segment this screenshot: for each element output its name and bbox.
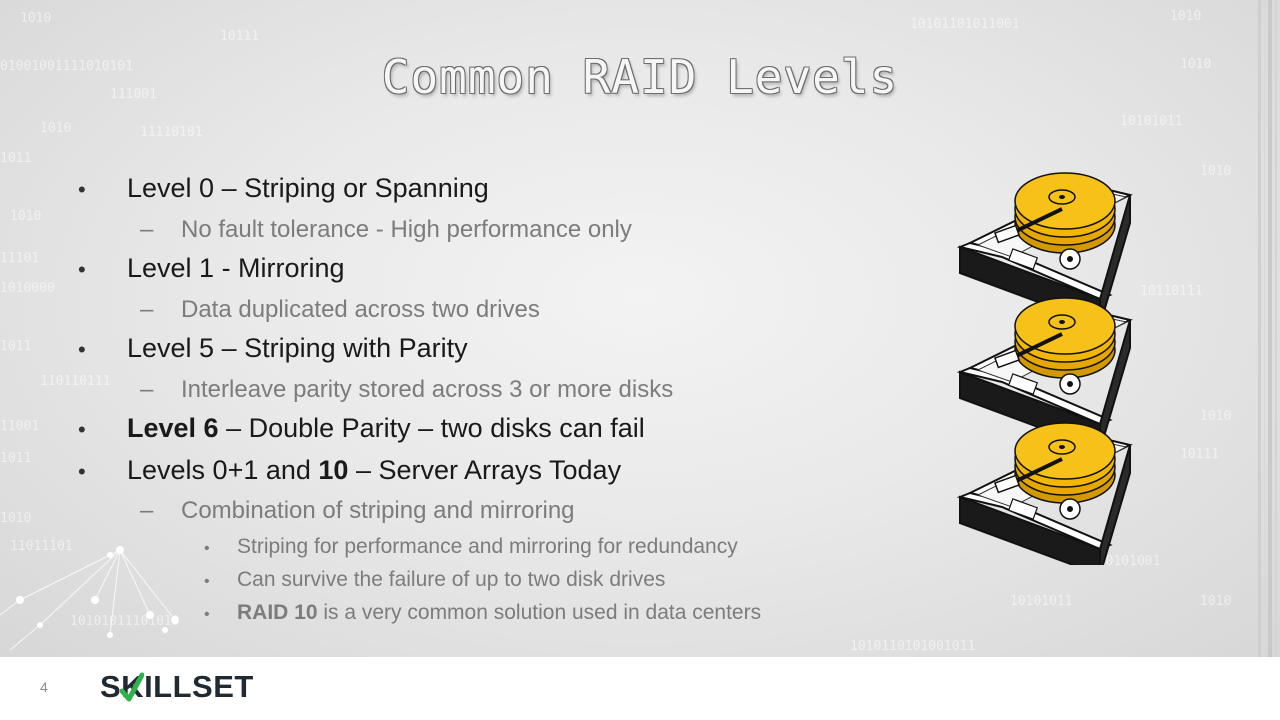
bullet-marker: •	[78, 459, 86, 484]
svg-text:1010: 1010	[1180, 57, 1211, 72]
barcode-decoration	[1258, 0, 1277, 657]
page-number: 4	[40, 679, 48, 695]
svg-text:1010: 1010	[1200, 409, 1231, 424]
bullet-text: Level 0 – Striping or Spanning	[127, 173, 489, 203]
svg-text:10111: 10111	[1180, 447, 1219, 462]
hard-drive-icon	[958, 421, 1132, 565]
svg-text:11001: 11001	[0, 419, 39, 434]
dash-marker: –	[140, 497, 154, 524]
dash-marker: –	[140, 296, 154, 323]
svg-text:11011101: 11011101	[10, 539, 73, 554]
bullet-bold-text: Level 6	[127, 413, 219, 443]
bullet-text: Level 5 – Striping with Parity	[127, 333, 468, 363]
svg-text:1010: 1010	[1200, 594, 1231, 609]
sub-sub-bullet-bold-text: RAID 10	[237, 601, 318, 624]
sub-sub-bullet-text: is a very common solution used in data c…	[317, 601, 762, 624]
svg-text:1010000: 1010000	[0, 281, 55, 296]
dash-marker: –	[140, 216, 154, 243]
sub-sub-bullet-survive: • Can survive the failure of up to two d…	[204, 568, 665, 592]
bullet-text: Levels 0+1 and	[127, 455, 319, 485]
svg-text:1010: 1010	[40, 121, 71, 136]
bullet-text: Level 1 - Mirroring	[127, 253, 345, 283]
bullet-level-5: • Level 5 – Striping with Parity	[76, 333, 468, 364]
network-decoration	[0, 546, 179, 651]
dash-marker: –	[140, 376, 154, 403]
hard-drive-stack	[958, 171, 1132, 565]
svg-text:1010: 1010	[0, 511, 31, 526]
sub-sub-bullet-text: Can survive the failure of up to two dis…	[237, 568, 666, 591]
bullet-bold-text: 10	[318, 455, 349, 485]
sub-bullet-level-0: – No fault tolerance - High performance …	[140, 216, 632, 244]
svg-text:1011: 1011	[0, 339, 31, 354]
slide-title: Common RAID Levels	[381, 50, 899, 104]
svg-text:11110101: 11110101	[140, 125, 203, 140]
footer: 4 SKILLSET	[0, 657, 1280, 720]
bullet-level-1: • Level 1 - Mirroring	[76, 253, 345, 284]
binary-background: 1010 10111 01001001111010101 111001 1010…	[0, 0, 1280, 657]
sub-sub-bullet-striping: • Striping for performance and mirroring…	[204, 535, 738, 559]
sub-bullet-text: Interleave parity stored across 3 or mor…	[181, 376, 674, 403]
sub-bullet-level-1: – Data duplicated across two drives	[140, 296, 540, 324]
svg-text:10101101011001: 10101101011001	[910, 17, 1020, 32]
check-icon	[120, 672, 144, 702]
svg-text:110101001: 110101001	[1090, 554, 1160, 569]
bullet-marker: •	[204, 606, 210, 623]
svg-text:10101011: 10101011	[1120, 114, 1183, 129]
bullet-level-10: • Levels 0+1 and 10 – Server Arrays Toda…	[76, 455, 621, 486]
sub-bullet-level-5: – Interleave parity stored across 3 or m…	[140, 376, 673, 404]
svg-text:1010: 1010	[1170, 9, 1201, 24]
svg-text:10110111: 10110111	[1140, 284, 1203, 299]
svg-text:11101: 11101	[0, 251, 39, 266]
sub-sub-bullet-text: Striping for performance and mirroring f…	[237, 535, 738, 558]
sub-bullet-text: No fault tolerance - High performance on…	[181, 216, 632, 243]
svg-text:10101011: 10101011	[1010, 594, 1073, 609]
sub-bullet-text: Data duplicated across two drives	[181, 296, 540, 323]
bullet-level-0: • Level 0 – Striping or Spanning	[76, 173, 489, 204]
bullet-marker: •	[78, 257, 86, 282]
bullet-marker: •	[204, 540, 210, 557]
bullet-text-suffix: – Server Arrays Today	[348, 455, 622, 485]
svg-text:111001: 111001	[110, 87, 157, 102]
sub-bullet-text: Combination of striping and mirroring	[181, 497, 575, 524]
sub-sub-bullet-raid10: • RAID 10 is a very common solution used…	[204, 601, 761, 625]
slide: 1010 10111 01001001111010101 111001 1010…	[0, 0, 1280, 657]
svg-text:1011: 1011	[0, 451, 31, 466]
bullet-level-6: • Level 6 – Double Parity – two disks ca…	[76, 413, 645, 444]
sub-bullet-level-10: – Combination of striping and mirroring	[140, 497, 575, 525]
svg-text:1010110101001011: 1010110101001011	[850, 639, 975, 654]
bullet-text: – Double Parity – two disks can fail	[218, 413, 645, 443]
bullet-marker: •	[204, 573, 210, 590]
bullet-marker: •	[78, 177, 86, 202]
svg-text:1011: 1011	[0, 151, 31, 166]
svg-text:01001001111010101: 01001001111010101	[0, 59, 133, 74]
svg-text:10111: 10111	[220, 29, 259, 44]
svg-text:1010: 1010	[1200, 164, 1231, 179]
bullet-list: • Level 0 – Striping or Spanning – No fa…	[76, 173, 761, 625]
svg-text:1010: 1010	[20, 11, 51, 26]
svg-text:1010: 1010	[10, 209, 41, 224]
bullet-marker: •	[78, 417, 86, 442]
bullet-marker: •	[78, 337, 86, 362]
svg-text:110110111: 110110111	[40, 374, 110, 389]
